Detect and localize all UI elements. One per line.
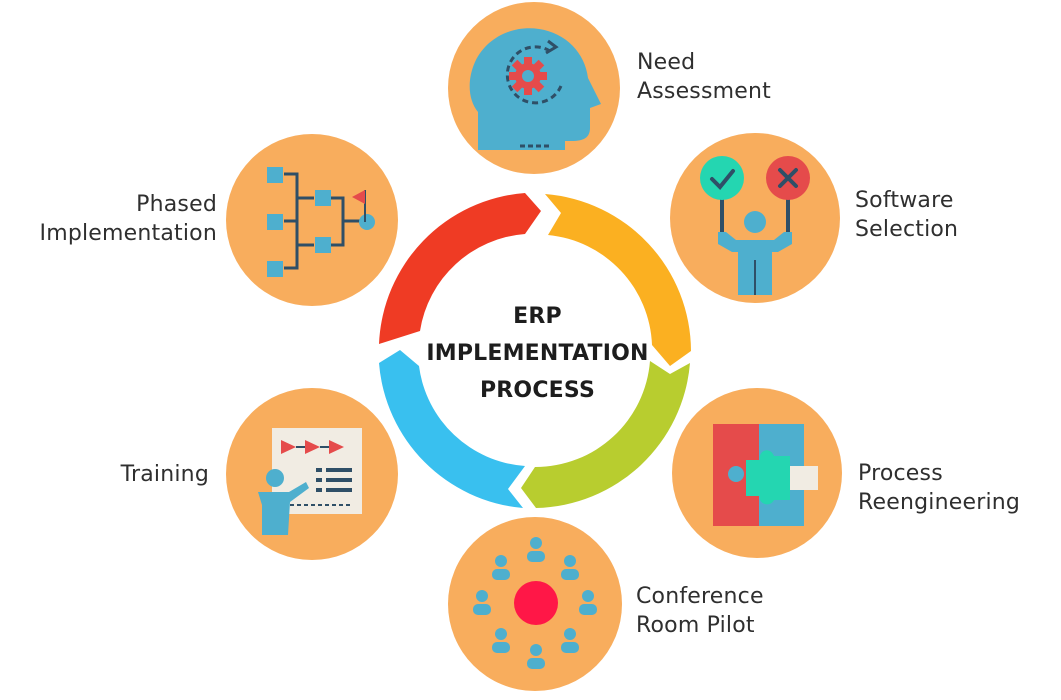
step-label-line-1: Process [858, 461, 943, 486]
step-label-line-1: Software [855, 188, 954, 213]
meeting-circle-icon [473, 537, 597, 669]
step-label-software-selection: Software Selection [855, 186, 958, 244]
step-label-line-2: Selection [855, 217, 959, 242]
step-label-training: Training [121, 460, 209, 489]
step-label-line-2: Assessment [637, 79, 771, 104]
puzzle-icon [713, 424, 818, 526]
step-label-phased-implementation: Phased Implementation [40, 190, 218, 248]
person-check-cross-icon [700, 156, 810, 295]
ring-segment-orange [545, 194, 691, 366]
step-label-line-1: Conference [636, 584, 764, 609]
center-title: ERP IMPLEMENTATION PROCESS [405, 298, 670, 409]
step-label-line-2: Reengineering [858, 490, 1021, 515]
step-label-line-1: Training [120, 462, 209, 487]
head-gear-icon [469, 28, 601, 150]
step-label-process-reengineering: Process Reengineering [858, 459, 1020, 517]
presentation-board-icon [258, 428, 362, 535]
center-title-line-2: IMPLEMENTATION [426, 341, 649, 366]
process-ring [379, 193, 691, 508]
ring-segment-blue [379, 350, 525, 508]
step-label-line-2: Room Pilot [636, 613, 755, 638]
center-title-line-1: ERP [513, 304, 562, 329]
ring-segment-red [379, 193, 541, 344]
step-label-line-2: Implementation [39, 221, 217, 246]
step-label-need-assessment: Need Assessment [637, 48, 771, 106]
flowchart-icon [267, 167, 375, 277]
step-label-line-1: Need [637, 50, 696, 75]
step-label-conference-room-pilot: Conference Room Pilot [636, 582, 764, 640]
center-title-line-3: PROCESS [479, 378, 596, 403]
step-label-line-1: Phased [136, 192, 217, 217]
ring-segment-green [521, 361, 690, 508]
